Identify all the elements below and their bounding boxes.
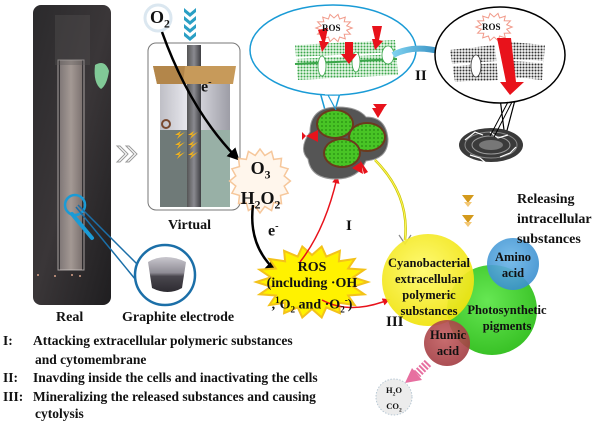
graphite-callout xyxy=(70,204,197,307)
inner-cell-zoom-bubble xyxy=(434,6,566,139)
ros-burst-label: ROS (including ·OH ,1O2 and ·O2-) xyxy=(266,260,358,315)
legend-item-I: I:Attacking extracellular polymeric subs… xyxy=(3,333,293,348)
h2o-co2-circle xyxy=(375,378,413,416)
ros-attack-arrows xyxy=(318,26,383,64)
mineralization-arrow xyxy=(405,359,432,383)
graphite-electrode-label: Graphite electrode xyxy=(122,310,235,325)
membrane-ros-label: ROS xyxy=(322,23,341,33)
release-label: Releasing intracellular substances xyxy=(517,192,592,247)
electron-label-2: e- xyxy=(268,221,279,240)
arrow-ozone-to-ros xyxy=(251,204,278,273)
membrane-zoom-bubble xyxy=(249,4,417,131)
release-arrows xyxy=(462,195,474,227)
arrow-pathway-I xyxy=(299,175,340,263)
legend-item-I-continued: and cytomembrane xyxy=(35,352,147,367)
amino-acid-circle xyxy=(487,238,539,290)
pathway-label-I: I xyxy=(346,218,352,234)
eps-circle xyxy=(382,234,474,326)
oxygen-circle xyxy=(143,3,173,33)
ros-burst xyxy=(252,244,372,320)
h2o2-burst xyxy=(228,147,292,215)
real-electrode-photo xyxy=(33,5,111,305)
gas-flow-chevrons-icon xyxy=(184,8,196,41)
ozone-h2o2-label: O3 H2O2 xyxy=(240,158,281,212)
arrow-oxygen-to-ozone xyxy=(160,31,240,161)
legend-item-III-continued: cytolysis xyxy=(35,406,84,421)
inner-ros-label: ROS xyxy=(482,22,501,32)
lysed-cell xyxy=(459,128,523,164)
h2o-co2-label: H2O CO2 xyxy=(385,385,402,414)
virtual-reactor-illustration xyxy=(147,42,241,211)
legend-item-III: III:Mineralizing the released substances… xyxy=(3,389,316,404)
ros-penetration-arrow xyxy=(497,38,524,95)
oxygen-label: O2 xyxy=(150,7,170,31)
humic-acid-circle xyxy=(424,320,470,366)
pathway-label-III: III xyxy=(386,314,404,330)
cyanobacteria-cell-cluster xyxy=(302,94,513,180)
double-chevron-icon xyxy=(115,145,138,163)
legend-item-II: II:Inavding inside the cells and inactiv… xyxy=(3,370,318,385)
virtual-label: Virtual xyxy=(168,218,212,233)
arrow-pathway-III xyxy=(321,298,391,309)
pathway-label-II: II xyxy=(415,68,427,84)
electron-label-1: e- xyxy=(201,77,212,96)
real-label: Real xyxy=(56,310,84,325)
ros-small-burst xyxy=(474,12,514,42)
